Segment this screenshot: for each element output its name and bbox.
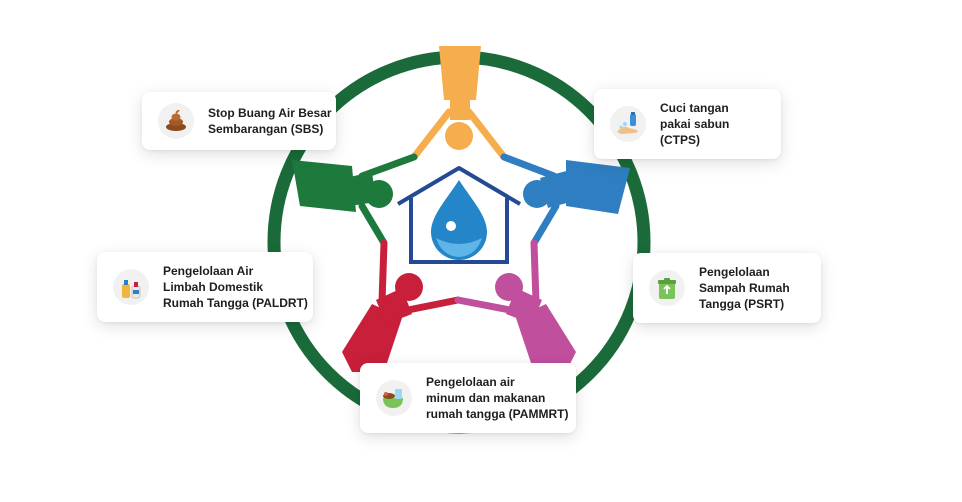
figure-red: [342, 239, 462, 372]
card-ctps-line-3: (CTPS): [660, 133, 700, 147]
card-pammrt-line-3: rumah tangga (PAMMRT): [426, 407, 569, 421]
card-paldrt-line-2: Limbah Domestik: [163, 280, 264, 294]
card-psrt-line-2: Sampah Rumah: [699, 281, 790, 295]
figure-orange: [410, 46, 508, 161]
card-sbs-line-2: Sembarangan (SBS): [208, 122, 324, 136]
figure-magenta: [454, 239, 576, 372]
card-ctps: Cuci tangan pakai sabun (CTPS): [594, 89, 781, 159]
handwash-icon: [610, 106, 646, 142]
card-pammrt-line-1: Pengelolaan air: [426, 375, 515, 389]
card-sbs: Stop Buang Air Besar Sembarangan (SBS): [142, 92, 336, 150]
wastewater-bottles-icon: [113, 269, 149, 305]
card-ctps-line-1: Cuci tangan: [660, 101, 729, 115]
card-paldrt-line-1: Pengelolaan Air: [163, 264, 254, 278]
card-pammrt-line-2: minum dan makanan: [426, 391, 546, 405]
card-pammrt: Pengelolaan air minum dan makanan rumah …: [360, 363, 576, 433]
food-water-icon: [376, 380, 412, 416]
card-sbs-line-1: Stop Buang Air Besar: [208, 106, 332, 120]
feces-icon: [158, 103, 194, 139]
card-psrt-line-3: Tangga (PSRT): [699, 297, 785, 311]
card-paldrt: Pengelolaan Air Limbah Domestik Rumah Ta…: [97, 252, 313, 322]
card-psrt: Pengelolaan Sampah Rumah Tangga (PSRT): [633, 253, 821, 323]
card-psrt-line-1: Pengelolaan: [699, 265, 770, 279]
card-ctps-line-2: pakai sabun: [660, 117, 730, 131]
figure-blue: [500, 153, 630, 247]
figure-green: [292, 153, 418, 247]
card-paldrt-line-3: Rumah Tangga (PALDRT): [163, 296, 308, 310]
house-water-drop-icon: [396, 166, 522, 264]
recycle-bin-icon: [649, 270, 685, 306]
